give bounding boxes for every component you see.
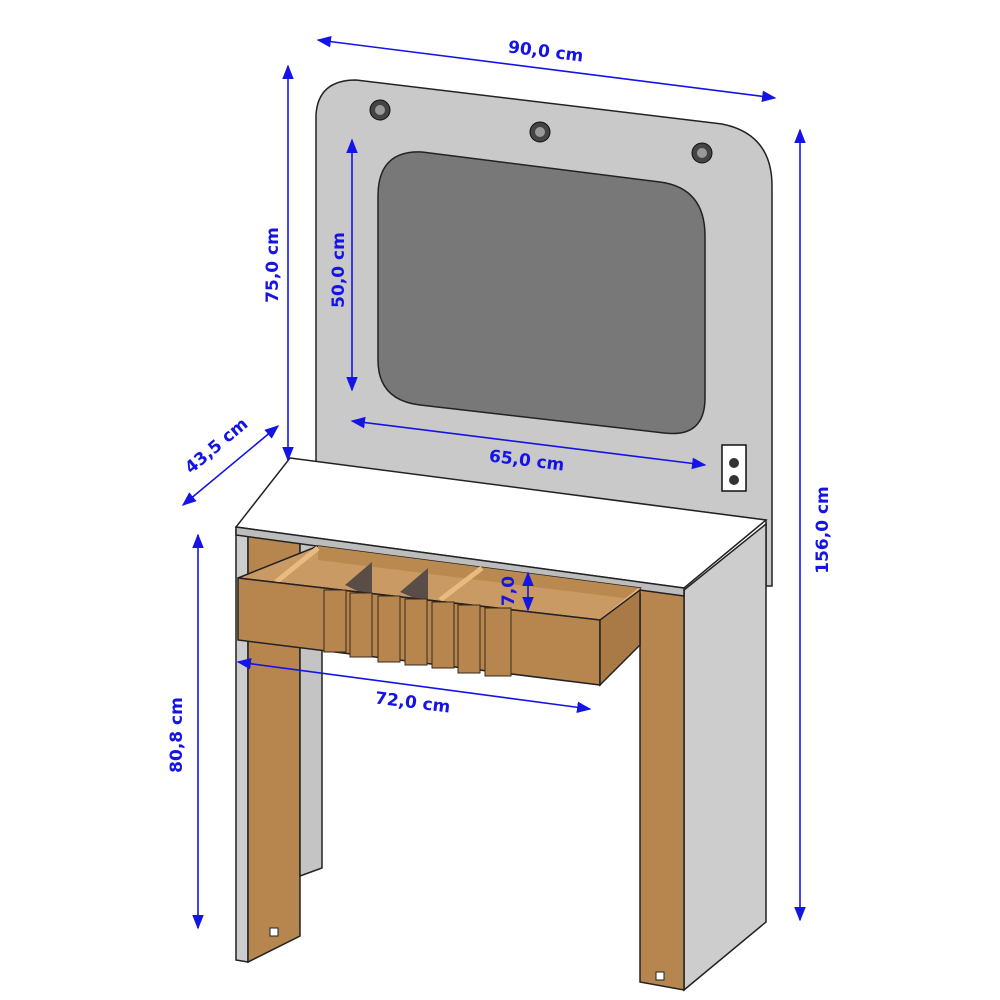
drawer-fins bbox=[323, 589, 512, 677]
drawer-divider bbox=[400, 568, 428, 604]
label-mirror-height: 50,0 cm bbox=[329, 232, 349, 308]
screw-icon bbox=[691, 142, 713, 164]
label-backboard-height: 75,0 cm bbox=[263, 227, 283, 303]
label-depth: 43,5 cm bbox=[181, 414, 252, 478]
dim-line-depth bbox=[181, 425, 280, 506]
label-total-width: 90,0 cm bbox=[507, 38, 585, 67]
dim-line-mirror-width bbox=[350, 416, 707, 470]
label-table-height: 80,8 cm bbox=[167, 697, 187, 773]
screw-icon bbox=[529, 121, 551, 143]
dim-line-total-width bbox=[316, 35, 777, 103]
mirror bbox=[377, 151, 706, 435]
drawer-divider bbox=[345, 562, 372, 598]
right-side-panel bbox=[683, 522, 767, 992]
drawer-side bbox=[599, 588, 641, 687]
leg-foot bbox=[269, 927, 279, 937]
label-drawer-width: 72,0 cm bbox=[374, 689, 452, 718]
right-leg-front bbox=[639, 584, 685, 991]
label-total-height: 156,0 cm bbox=[813, 486, 833, 573]
screw-icon bbox=[369, 99, 391, 121]
leg-foot bbox=[655, 971, 665, 981]
power-socket-icon bbox=[721, 444, 747, 492]
dim-line-drawer-width bbox=[236, 658, 592, 713]
label-drawer-height: 7,0 bbox=[499, 576, 519, 606]
